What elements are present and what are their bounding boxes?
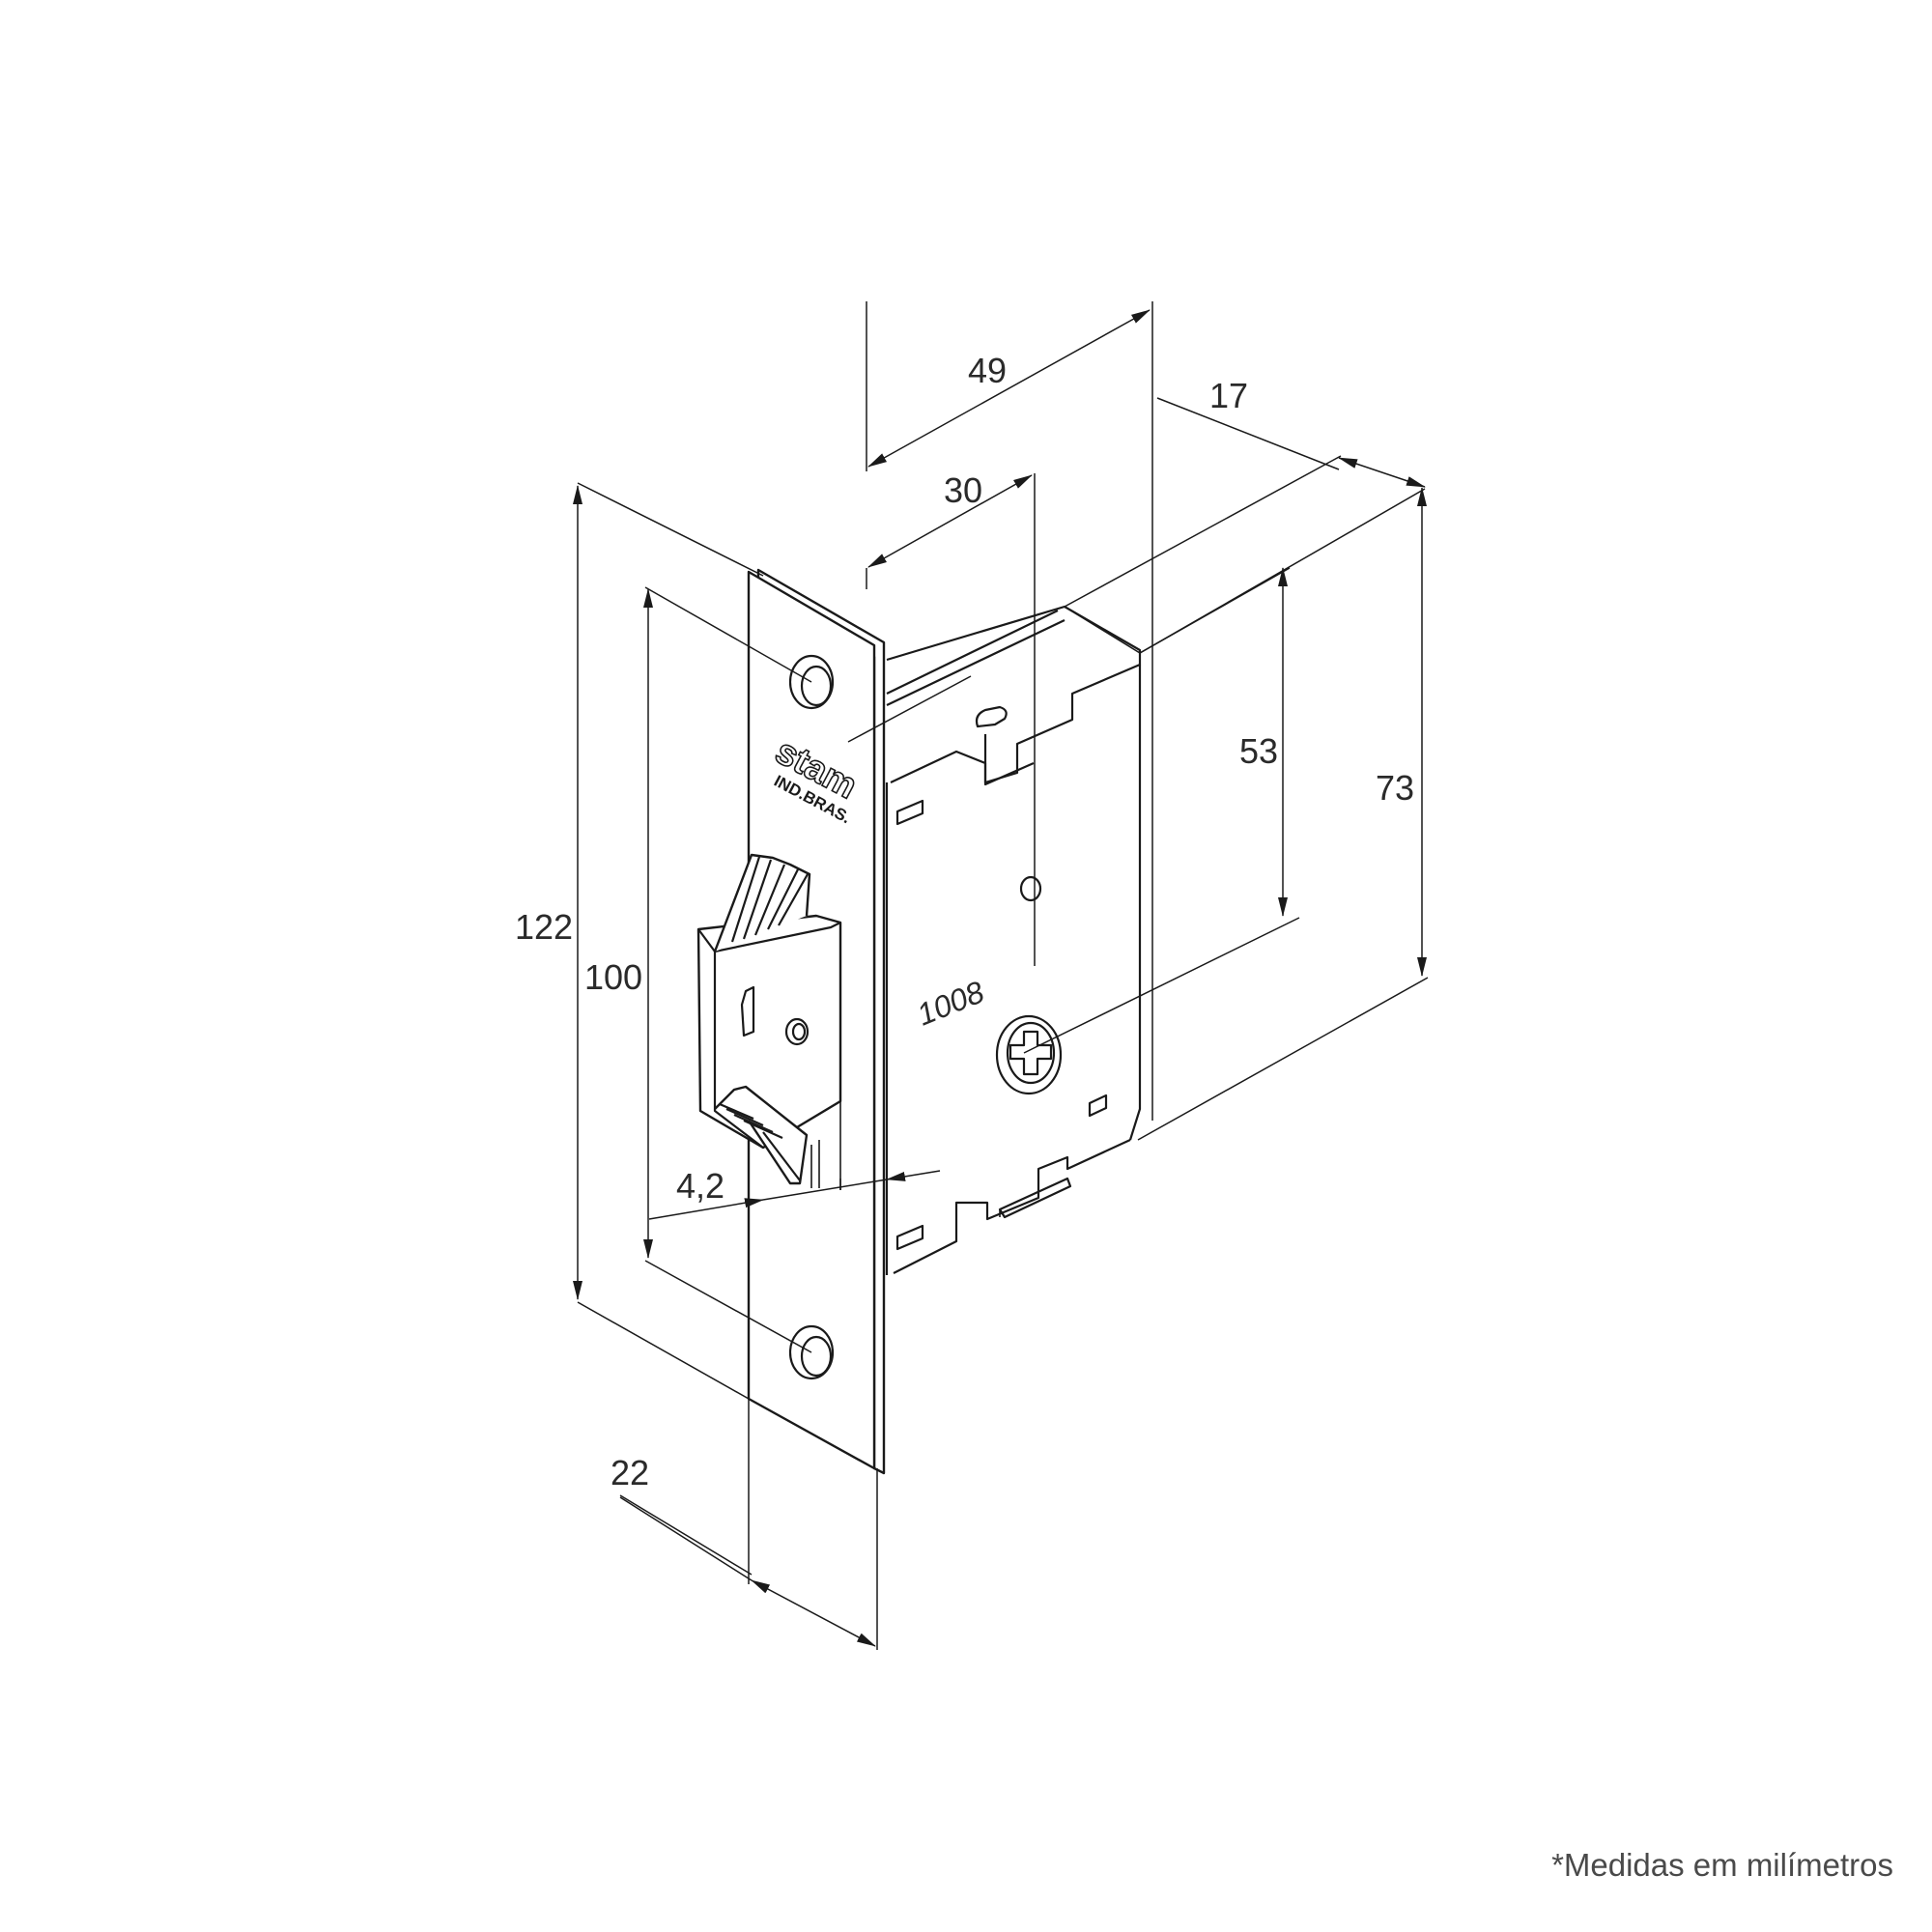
dim-label-4-2: 4,2 — [676, 1166, 724, 1206]
dim-label-49: 49 — [968, 351, 1007, 390]
dim-label-22: 22 — [611, 1453, 649, 1492]
dimension-labels: 49 17 30 53 73 122 100 4,2 22 — [515, 351, 1414, 1492]
dim-line-17 — [1338, 457, 1426, 488]
dim-line-49 — [867, 309, 1151, 468]
dim-label-73: 73 — [1376, 768, 1414, 808]
dim-label-100: 100 — [584, 957, 642, 997]
dim-line-30 — [867, 474, 1033, 568]
dim-label-122: 122 — [515, 907, 573, 947]
dim-line-4-2-b — [886, 1170, 941, 1181]
dimension-lines — [573, 309, 1427, 1647]
dim-label-30: 30 — [944, 470, 982, 510]
latch-bolt — [696, 853, 842, 1190]
dim-line-22 — [751, 1579, 876, 1647]
dim-line-4-2 — [648, 1198, 764, 1220]
lock-case: 1008 — [885, 605, 1142, 1275]
screw — [995, 1014, 1063, 1095]
dim-label-53: 53 — [1239, 731, 1278, 771]
units-footnote: *Medidas em milímetros — [1551, 1847, 1893, 1883]
model-number-label: 1008 — [912, 974, 989, 1032]
dim-label-17: 17 — [1209, 376, 1248, 415]
